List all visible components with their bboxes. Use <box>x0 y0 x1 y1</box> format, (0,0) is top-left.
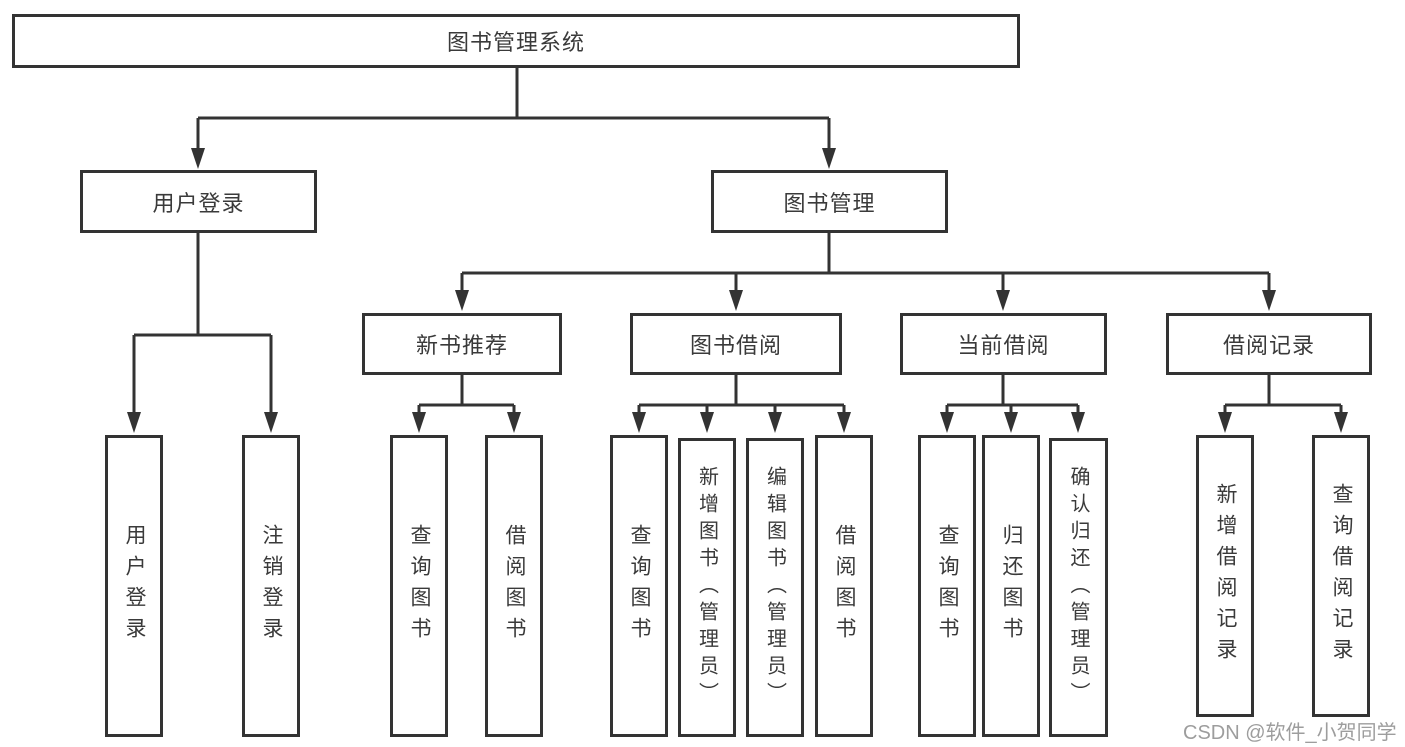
leaf-query-borrow-record: 查询借阅记录 <box>1312 435 1370 717</box>
node-library-system-label: 图书管理系统 <box>446 30 585 55</box>
node-book-management: 图书管理 <box>711 170 948 233</box>
leaf-borrow-books-recommend: 借阅图书 <box>485 435 543 737</box>
node-borrowing-records: 借阅记录 <box>1166 313 1372 375</box>
connector-root-branch <box>196 68 831 150</box>
leaf-edit-books-admin: 编辑图书（管理员） <box>746 438 804 737</box>
connector-book-management-branch <box>460 233 1271 292</box>
node-user-login-label: 用户登录 <box>152 190 245 216</box>
node-borrowing-records-label: 借阅记录 <box>1222 333 1315 358</box>
leaf-query-books-borrowing: 查询图书 <box>610 435 668 737</box>
node-book-management-label: 图书管理 <box>783 190 876 216</box>
leaf-add-borrow-record: 新增借阅记录 <box>1196 435 1254 717</box>
connector-borrowing-records-branch <box>1223 375 1343 414</box>
node-book-borrowing: 图书借阅 <box>630 313 842 375</box>
connector-current-borrowing-branch <box>945 375 1080 414</box>
arrowheads <box>127 148 1348 433</box>
node-library-system: 图书管理系统 <box>12 14 1020 68</box>
connector-book-borrowing-branch <box>637 375 846 414</box>
node-book-borrowing-label: 图书借阅 <box>689 333 782 358</box>
leaf-confirm-return-admin: 确认归还（管理员） <box>1049 438 1108 737</box>
leaf-query-books-recommend: 查询图书 <box>390 435 448 737</box>
node-new-book-recommend-label: 新书推荐 <box>415 333 508 358</box>
node-new-book-recommend: 新书推荐 <box>362 313 562 375</box>
leaf-logout: 注销登录 <box>242 435 300 737</box>
leaf-return-books: 归还图书 <box>982 435 1040 737</box>
node-current-borrowing-label: 当前借阅 <box>957 333 1050 358</box>
leaf-add-books-admin: 新增图书（管理员） <box>678 438 736 737</box>
node-user-login: 用户登录 <box>80 170 317 233</box>
connector-user-login-branch <box>132 233 273 414</box>
node-current-borrowing: 当前借阅 <box>900 313 1107 375</box>
connector-new-book-branch <box>417 375 516 414</box>
leaf-borrow-books: 借阅图书 <box>815 435 873 737</box>
csdn-watermark: CSDN @软件_小贺同学 <box>1183 722 1397 744</box>
leaf-query-books-current: 查询图书 <box>918 435 976 737</box>
leaf-user-login: 用户登录 <box>105 435 163 737</box>
